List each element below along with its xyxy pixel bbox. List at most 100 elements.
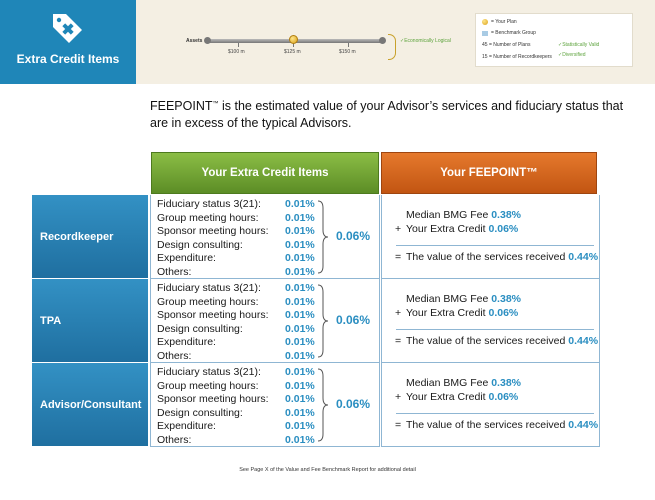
credit-item-value: 0.01%: [285, 282, 315, 294]
extra-credit-items-cell: Fiduciary status 3(21):0.01%Group meetin…: [150, 279, 380, 363]
footnote: See Page X of the Value and Fee Benchmar…: [239, 467, 416, 473]
diversified-check: ✓Diversified: [558, 52, 586, 58]
legend-label: = Benchmark Group: [491, 30, 536, 36]
credit-item-value: 0.01%: [285, 433, 315, 446]
tick-label: $125 m: [284, 49, 301, 55]
assets-label: Assets: [186, 38, 203, 44]
credit-item: Design consulting: 0.01%: [157, 407, 317, 421]
median-value: 0.38%: [491, 293, 521, 305]
credit-item-value: 0.01%: [285, 198, 315, 210]
fee-row: Advisor/Consultant Fiduciary status 3(21)…: [32, 363, 600, 447]
credit-item-name: Design consulting:: [157, 406, 243, 419]
extra-credit-label: Your Extra Credit: [406, 223, 486, 235]
services-value: The value of the services received 0.44%: [406, 251, 598, 263]
credit-item: Sponsor meeting hours:0.01%: [157, 225, 317, 239]
logical-brace: [388, 34, 396, 60]
credit-item-value: 0.01%: [285, 406, 315, 419]
median-bmg-fee: Median BMG Fee 0.38%: [406, 209, 521, 221]
credit-item-name: Design consulting:: [157, 238, 243, 251]
credit-item-name: Expenditure:: [157, 252, 216, 264]
intro-paragraph: FEEPOINT™ is the estimated value of your…: [150, 96, 630, 132]
credit-item: Group meeting hours: 0.01%: [157, 380, 317, 394]
median-value: 0.38%: [491, 377, 521, 389]
plan-dot-icon: [482, 19, 488, 25]
median-bmg-fee: Median BMG Fee 0.38%: [406, 377, 521, 389]
services-value: The value of the services received 0.44%: [406, 335, 598, 347]
credit-item: Expenditure:0.01%: [157, 420, 317, 434]
credit-item-name: Group meeting hours:: [157, 379, 259, 392]
credit-item: Sponsor meeting hours: 0.01%: [157, 393, 317, 407]
credit-item-value: 0.01%: [285, 322, 315, 335]
credit-item: Expenditure:0.01%: [157, 336, 317, 350]
legend-your-plan: = Your Plan: [482, 19, 517, 25]
right-brace-icon: [317, 368, 329, 442]
credit-item-value: 0.01%: [285, 211, 315, 224]
tick-label: $100 m: [228, 49, 245, 55]
extra-credit-items-header: Your Extra Credit Items: [151, 152, 379, 194]
credit-total: 0.06%: [336, 313, 371, 327]
credit-item-name: Group meeting hours:: [157, 211, 259, 224]
median-value: 0.38%: [491, 209, 521, 221]
credit-item-value: 0.01%: [285, 238, 315, 251]
credit-item-name: Fiduciary status 3(21):: [157, 366, 261, 378]
credit-item: Expenditure:0.01%: [157, 252, 317, 266]
tag-plus-icon: [53, 14, 82, 43]
credit-item-value: 0.01%: [285, 366, 315, 378]
your-extra-credit: Your Extra Credit 0.06%: [406, 223, 518, 235]
credit-item-value: 0.01%: [285, 420, 315, 432]
plus-sign: +: [395, 391, 402, 403]
your-extra-credit: Your Extra Credit 0.06%: [406, 391, 518, 403]
extra-credit-value: 0.06%: [488, 223, 519, 235]
row-label: Advisor/Consultant: [32, 363, 148, 447]
feepoint-cell: Median BMG Fee 0.38%+Your Extra Credit 0…: [381, 279, 600, 363]
services-value-amount: 0.44%: [568, 335, 599, 347]
legend-label: 15 = Number of Recordkeepers: [482, 54, 552, 60]
legend-benchmark-group: = Benchmark Group: [482, 30, 536, 36]
credit-item-name: Others:: [157, 433, 192, 446]
header-band: Extra Credit Items Assets $100 m $125 m …: [0, 0, 655, 84]
trademark-mark: ™: [212, 101, 219, 107]
credit-item-value: 0.01%: [285, 336, 315, 348]
credit-total: 0.06%: [336, 397, 371, 411]
benchmark-square-icon: [482, 30, 488, 36]
your-plan-marker: [289, 35, 298, 44]
median-label: Median BMG Fee: [406, 293, 489, 305]
feepoint-brand: FEEPOINT: [150, 99, 213, 114]
legend: = Your Plan = Benchmark Group 45 = Numbe…: [475, 13, 633, 67]
credit-item: Fiduciary status 3(21): 0.01%: [157, 366, 317, 380]
credit-item-value: 0.01%: [285, 379, 315, 392]
credit-item-name: Sponsor meeting hours:: [157, 225, 269, 237]
services-value: The value of the services received 0.44%: [406, 419, 598, 431]
fee-row: Recordkeeper Fiduciary status 3(21): 0.01%…: [32, 195, 600, 279]
credit-item: Others: 0.01%: [157, 434, 317, 448]
statistically-valid-check: ✓Statistically Valid: [558, 42, 600, 48]
credit-item-name: Sponsor meeting hours:: [157, 393, 269, 405]
credit-item-value: 0.01%: [285, 349, 315, 362]
credit-item: Group meeting hours:0.01%: [157, 296, 317, 310]
credit-total: 0.06%: [336, 229, 371, 243]
credit-item: Fiduciary status 3(21):0.01%: [157, 282, 317, 296]
row-label: Recordkeeper: [32, 195, 148, 279]
equals-sign: =: [395, 335, 402, 347]
page-title: Extra Credit Items: [16, 52, 120, 66]
median-bmg-fee: Median BMG Fee 0.38%: [406, 293, 521, 305]
economically-logical-check: ✓Economically Logical: [400, 38, 451, 44]
plus-sign: +: [395, 223, 402, 235]
right-brace-icon: [317, 200, 329, 274]
legend-number-of-recordkeepers: 15 = Number of Recordkeepers: [482, 54, 552, 60]
legend-label: 45 = Number of Plans: [482, 42, 531, 48]
services-value-amount: 0.44%: [568, 419, 599, 431]
credit-item-value: 0.01%: [285, 265, 315, 278]
credit-item: Fiduciary status 3(21): 0.01%: [157, 198, 317, 212]
services-label: The value of the services received: [406, 251, 566, 263]
equals-sign: =: [395, 251, 402, 263]
credit-item-name: Others:: [157, 349, 192, 362]
feepoint-header: Your FEEPOINT™: [381, 152, 597, 194]
equals-sign: =: [395, 419, 402, 431]
credit-item-value: 0.01%: [285, 393, 315, 405]
credit-item-name: Fiduciary status 3(21):: [157, 198, 261, 210]
fee-divider: [396, 413, 594, 414]
tick-mark: [238, 43, 239, 47]
